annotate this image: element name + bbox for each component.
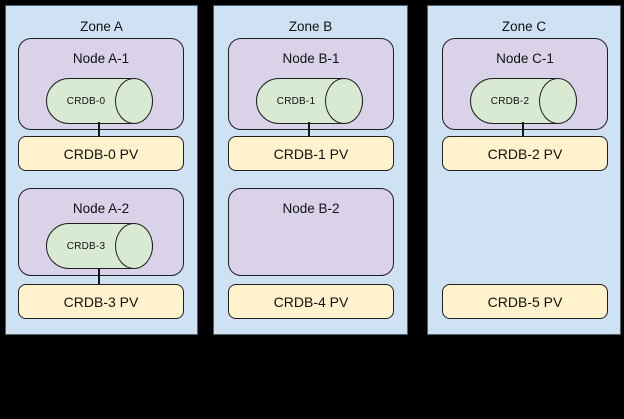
database-cylinder-crdb-3: CRDB-3: [46, 223, 153, 269]
connector-line: [98, 122, 100, 138]
zone-a-title: Zone A: [80, 19, 123, 34]
zone-a: Zone A Node A-1 CRDB-0 CRDB-0 PV Node A-…: [5, 5, 198, 335]
node-c1-title: Node C-1: [496, 51, 554, 66]
pv-crdb-0: CRDB-0 PV: [18, 136, 184, 171]
pv-label: CRDB-5 PV: [487, 293, 563, 310]
pv-label: CRDB-0 PV: [63, 145, 139, 162]
pv-crdb-2: CRDB-2 PV: [442, 136, 608, 171]
database-label: CRDB-1: [276, 95, 316, 107]
database-cylinder-crdb-1: CRDB-1: [256, 78, 363, 124]
database-label: CRDB-0: [66, 95, 106, 107]
zone-b: Zone B Node B-1 CRDB-1 CRDB-1 PV Node B-…: [213, 5, 408, 335]
pv-label: CRDB-3 PV: [63, 293, 139, 310]
zone-c: Zone C Node C-1 CRDB-2 CRDB-2 PV CRDB-5 …: [427, 5, 621, 335]
node-c1: Node C-1 CRDB-2: [442, 38, 608, 130]
pv-crdb-3: CRDB-3 PV: [18, 284, 184, 319]
database-cylinder-crdb-2: CRDB-2: [470, 78, 577, 124]
node-a1-title: Node A-1: [72, 51, 130, 66]
pv-label: CRDB-2 PV: [487, 145, 563, 162]
zone-b-title: Zone B: [288, 19, 333, 34]
pv-crdb-4: CRDB-4 PV: [228, 284, 394, 319]
database-label: CRDB-2: [490, 95, 530, 107]
database-cylinder-crdb-0: CRDB-0: [46, 78, 153, 124]
pv-crdb-5: CRDB-5 PV: [442, 284, 608, 319]
node-b1-title: Node B-1: [282, 51, 340, 66]
zone-c-title: Zone C: [501, 19, 547, 34]
cylinder-end-ellipse: [539, 78, 577, 124]
node-a1: Node A-1 CRDB-0: [18, 38, 184, 130]
connector-line: [308, 122, 310, 138]
cylinder-end-ellipse: [115, 78, 153, 124]
cylinder-end-ellipse: [325, 78, 363, 124]
node-b2-title: Node B-2: [282, 201, 340, 216]
node-a2-title: Node A-2: [72, 201, 130, 216]
node-b1: Node B-1 CRDB-1: [228, 38, 394, 130]
pv-label: CRDB-4 PV: [273, 293, 349, 310]
node-a2: Node A-2 CRDB-3: [18, 188, 184, 276]
pv-label: CRDB-1 PV: [273, 145, 349, 162]
connector-line: [98, 268, 100, 286]
database-label: CRDB-3: [66, 240, 106, 252]
cylinder-end-ellipse: [115, 223, 153, 269]
node-b2: Node B-2: [228, 188, 394, 276]
connector-line: [522, 122, 524, 138]
pv-crdb-1: CRDB-1 PV: [228, 136, 394, 171]
